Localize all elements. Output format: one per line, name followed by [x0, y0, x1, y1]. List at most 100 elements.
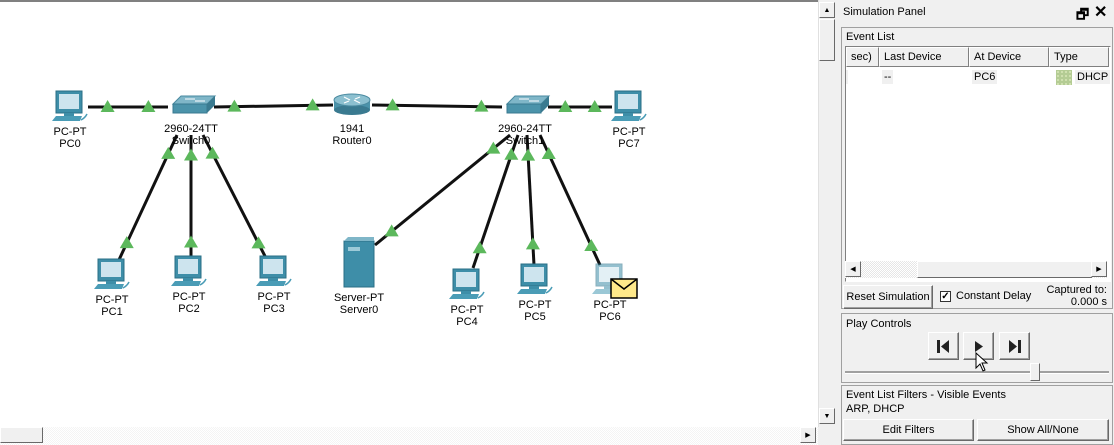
device-model: Server-PT: [333, 292, 385, 304]
horizontal-scroll-thumb[interactable]: [0, 427, 43, 443]
cell-type: DHCP: [1075, 70, 1110, 84]
link-status-icon: [541, 146, 556, 159]
link-status-icon: [584, 239, 599, 252]
pc0-pc-icon[interactable]: [52, 90, 88, 121]
step-forward-icon: [1009, 340, 1021, 353]
device-model: 1941: [339, 123, 365, 135]
event-list-table[interactable]: sec) Last Device At Device Type -- PC6 D…: [845, 46, 1111, 282]
vertical-scroll-thumb[interactable]: [819, 19, 835, 61]
captured-label: Captured to:: [1046, 284, 1107, 296]
device-model: PC-PT: [172, 291, 206, 303]
filters-value: ARP, DHCP: [846, 403, 905, 415]
device-name: PC1: [101, 306, 123, 318]
captured-to-readout: Captured to: 0.000 s: [1046, 284, 1107, 308]
scroll-right-button[interactable]: ▶: [800, 427, 816, 443]
device-model: PC-PT: [95, 294, 129, 306]
device-name: Server0: [339, 304, 379, 316]
workspace-vertical-scrollbar[interactable]: ▲ ▼: [818, 0, 837, 427]
link-status-icon: [385, 98, 400, 111]
pc1-pc-icon[interactable]: [94, 258, 130, 289]
checkbox-check-icon[interactable]: ✓: [940, 290, 951, 302]
device-name: PC3: [263, 303, 285, 315]
column-header-last-device[interactable]: Last Device: [879, 47, 969, 67]
show-all-none-button[interactable]: Show All/None: [977, 419, 1109, 441]
close-icon[interactable]: ✕: [1094, 4, 1108, 21]
link-status-icon: [521, 148, 536, 161]
link-status-icon: [184, 148, 198, 161]
constant-delay-checkbox[interactable]: ✓ Constant Delay: [940, 290, 1031, 302]
device-model: PC-PT: [450, 304, 484, 316]
filters-label: Event List Filters - Visible Events: [846, 389, 1006, 401]
device-name: PC4: [456, 316, 478, 328]
device-model: PC-PT: [518, 299, 552, 311]
link-status-icon: [100, 100, 115, 112]
link-status-icon: [472, 241, 487, 254]
link-status-icon: [305, 98, 320, 111]
scroll-up-button[interactable]: ▲: [819, 2, 835, 18]
reset-simulation-button[interactable]: Reset Simulation: [843, 285, 933, 309]
scroll-right-button[interactable]: ▶: [1091, 261, 1107, 277]
pc3-pc-icon[interactable]: [256, 255, 292, 286]
step-back-button[interactable]: [928, 332, 959, 360]
switch0-switch-icon[interactable]: [171, 95, 217, 114]
server0-server-icon[interactable]: [343, 237, 375, 288]
restore-icon[interactable]: 🗗: [1076, 6, 1090, 22]
column-header-at-device[interactable]: At Device: [969, 47, 1049, 67]
event-list-label: Event List: [846, 31, 895, 43]
device-name: PC7: [618, 138, 640, 150]
link-status-icon: [184, 235, 198, 248]
router0-router-icon[interactable]: [333, 93, 371, 115]
link-status-icon: [161, 146, 176, 159]
event-list-horizontal-scrollbar[interactable]: ◀ ▶: [845, 261, 1107, 278]
cell-at-device: PC6: [972, 70, 998, 84]
mouse-cursor-icon: [975, 352, 989, 372]
scrollbar-corner: [818, 427, 836, 445]
column-header-time[interactable]: sec): [846, 47, 879, 67]
link-status-icon: [119, 236, 134, 249]
pc2-pc-icon[interactable]: [171, 255, 207, 286]
edit-filters-button[interactable]: Edit Filters: [843, 419, 974, 441]
link-status-icon: [227, 99, 242, 112]
simulation-panel: Simulation Panel 🗗 ✕ Event List sec) Las…: [838, 0, 1114, 445]
play-controls-label: Play Controls: [846, 318, 912, 330]
scroll-down-button[interactable]: ▼: [819, 408, 835, 424]
device-name: Router0: [332, 135, 372, 147]
step-back-icon: [937, 340, 949, 353]
cell-last-device: --: [882, 70, 894, 84]
pc5-pc-icon[interactable]: [517, 263, 553, 294]
pc7-pc-icon[interactable]: [611, 90, 647, 121]
topology-canvas[interactable]: [0, 0, 818, 427]
pdu-envelope-icon[interactable]: [610, 278, 638, 299]
event-list-scroll-thumb[interactable]: [917, 261, 1092, 278]
switch1-switch-icon[interactable]: [505, 95, 551, 114]
link-status-icon: [384, 224, 399, 237]
link-status-icon: [251, 236, 266, 249]
event-list-group: Event List sec) Last Device At Device Ty…: [841, 27, 1113, 309]
pc4-pc-icon[interactable]: [449, 268, 485, 299]
speed-slider-track[interactable]: [845, 371, 1109, 374]
workspace-horizontal-scrollbar[interactable]: ▶: [0, 427, 818, 445]
link-status-icon: [474, 99, 489, 112]
scroll-left-button[interactable]: ◀: [845, 261, 861, 277]
device-model: 2960-24TT: [498, 123, 552, 135]
speed-slider-thumb[interactable]: [1030, 363, 1041, 381]
device-name: PC5: [524, 311, 546, 323]
link-status-icon: [205, 146, 220, 159]
step-forward-button[interactable]: [999, 332, 1030, 360]
column-header-type[interactable]: Type: [1049, 47, 1109, 67]
device-model: PC-PT: [257, 291, 291, 303]
device-name: PC2: [178, 303, 200, 315]
